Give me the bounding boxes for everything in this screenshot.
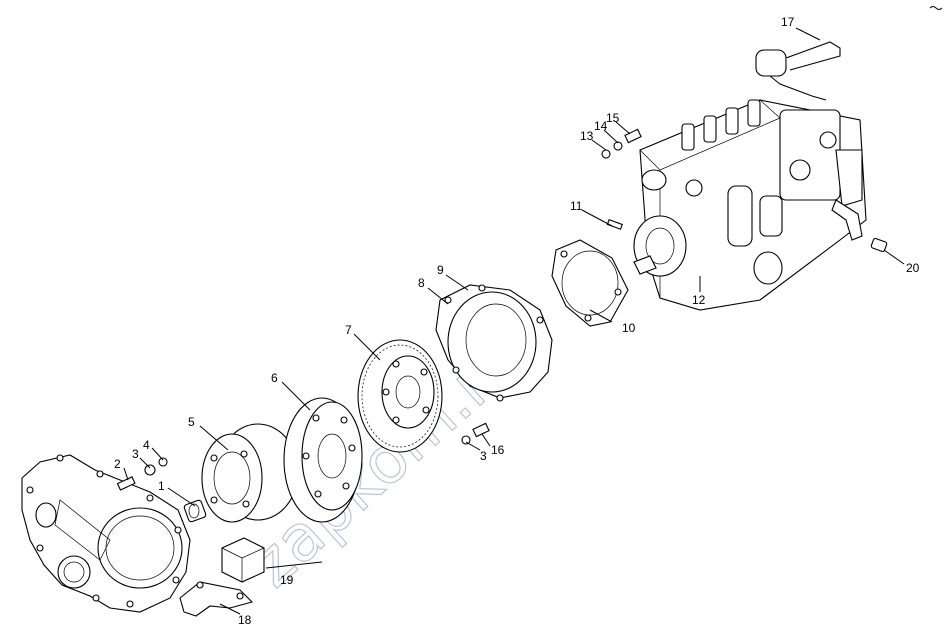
- callout-17: 17: [781, 15, 795, 29]
- screw-set-13-15: [601, 128, 642, 159]
- leader-lines: [123, 27, 905, 615]
- callout-2: 2: [114, 457, 121, 471]
- callout-11: 11: [570, 199, 583, 213]
- callout-19: 19: [280, 573, 294, 587]
- callout-20: 20: [906, 261, 920, 275]
- callout-13: 13: [580, 129, 594, 143]
- lever-part: [831, 199, 888, 253]
- flange-disc-part: [283, 397, 363, 523]
- front-cover-part: [21, 454, 191, 613]
- callout-4: 4: [143, 438, 150, 452]
- callout-14: 14: [594, 119, 608, 133]
- callout-labels: 1 2 3 4 5 6 7 8 9 10 11 12 13 14 15 16 3…: [114, 15, 920, 627]
- bolt-washer-set: [116, 457, 168, 491]
- callout-3a: 3: [132, 447, 139, 461]
- bracket-part: [179, 581, 254, 617]
- filter-pipe-part: [755, 41, 841, 101]
- callout-6: 6: [271, 371, 278, 385]
- gear-part: [357, 339, 443, 453]
- callout-12: 12: [692, 293, 706, 307]
- callout-10: 10: [622, 321, 636, 335]
- callout-16: 16: [491, 443, 505, 457]
- bolt-16-set: [461, 422, 490, 445]
- callout-9: 9: [437, 263, 444, 277]
- callout-1: 1: [158, 479, 165, 493]
- bracket-box-part: [221, 537, 265, 583]
- pump-plungers: [681, 99, 761, 151]
- callout-5: 5: [188, 415, 195, 429]
- callout-3b: 3: [480, 449, 487, 463]
- key-part: [606, 219, 623, 230]
- callout-18: 18: [238, 613, 252, 627]
- callout-7: 7: [345, 323, 352, 337]
- callout-8: 8: [418, 276, 425, 290]
- gasket-part: [551, 239, 629, 327]
- injection-pump-part: [633, 99, 867, 311]
- hub-part: [201, 423, 299, 523]
- callout-15: 15: [606, 111, 620, 125]
- sleeve-part: [183, 499, 207, 523]
- corner-mark-icon: [929, 6, 943, 10]
- housing-flange-part: [435, 284, 553, 402]
